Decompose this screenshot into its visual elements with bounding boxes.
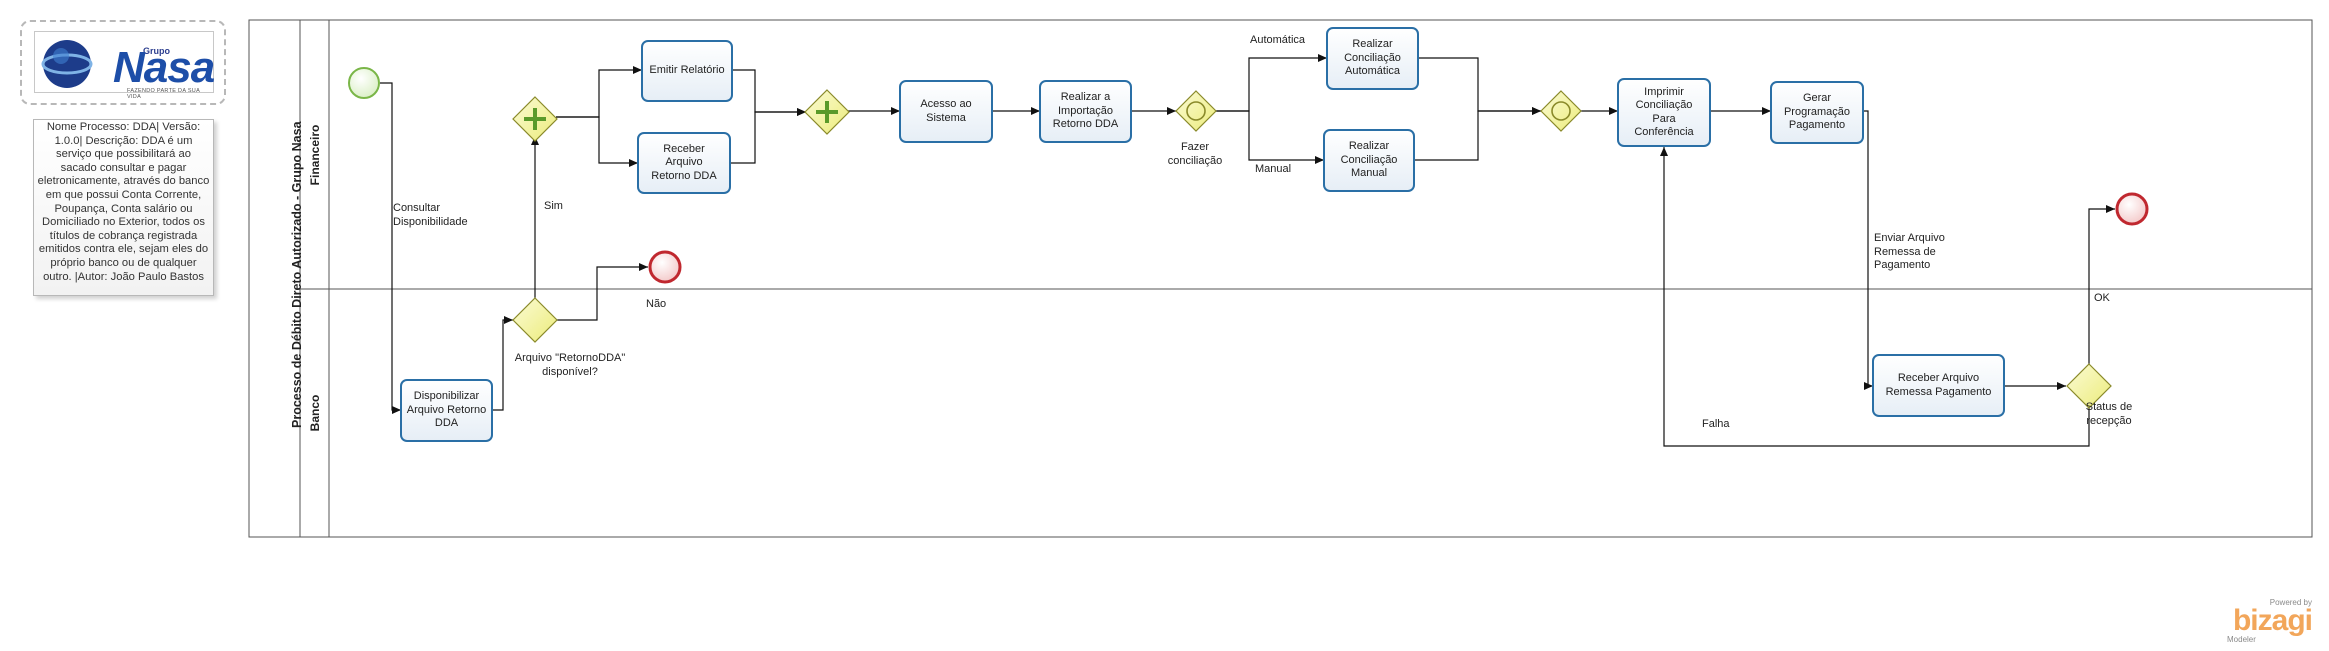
task-importacao[interactable]: [1039, 80, 1132, 143]
gateway-fazer-conciliacao[interactable]: [1175, 90, 1217, 132]
task-emitir-label: Emitir Relatório: [649, 64, 725, 77]
sequence-flows: [380, 54, 2115, 447]
flow-receber-join[interactable]: [730, 108, 806, 164]
label-falha: Falha: [1702, 418, 1730, 430]
logo: Grupo Nasa FAZENDO PARTE DA SUA VIDA: [34, 31, 215, 100]
event-based-icon: [1551, 101, 1571, 121]
gateway-arquivo-disponivel[interactable]: [512, 297, 558, 343]
pool-title: Processo de Débito Direto Autorizado - G…: [290, 121, 304, 428]
label-gateway-question: Arquivo "RetornoDDA" disponível?: [514, 352, 626, 378]
plus-icon: [816, 101, 838, 123]
task-imprimir[interactable]: [1617, 78, 1711, 147]
event-based-icon: [1186, 101, 1206, 121]
label-ok: OK: [2094, 292, 2110, 304]
lane-financeiro: Financeiro: [308, 124, 322, 186]
task-receber-remessa[interactable]: [1872, 354, 2005, 417]
flow-to-receber[interactable]: [556, 116, 638, 167]
powered-by-text: Powered by: [2269, 598, 2312, 607]
globe-icon: [41, 40, 93, 88]
gateway-status-recepcao[interactable]: [2066, 363, 2112, 409]
task-receber-remessa-label: Receber Arquivo Remessa Pagamento: [1885, 372, 1992, 398]
label-automatica: Automática: [1250, 34, 1306, 46]
task-importacao-label: Realizar a Importação Retorno DDA: [1052, 91, 1119, 131]
label-consultar: Consultar Disponibilidade: [393, 202, 468, 228]
modeler-text: Modeler: [2227, 635, 2256, 644]
flow-to-gateway[interactable]: [492, 316, 513, 411]
task-gerar-label: Gerar Programação Pagamento: [1783, 92, 1851, 132]
task-imprimir-label: Imprimir Conciliação Para Conferência: [1634, 85, 1694, 139]
label-nao: Não: [646, 298, 667, 310]
task-acesso-label: Acesso ao Sistema: [920, 98, 972, 124]
task-emitir-relatorio[interactable]: [641, 40, 733, 102]
label-status-recepcao: Status de recepção: [2085, 401, 2133, 427]
flow-nao[interactable]: [555, 263, 648, 321]
task-conc-manual-label: Realizar Conciliação Manual: [1340, 140, 1398, 180]
powered-by-badge: Powered by bizagi Modeler: [2222, 598, 2313, 644]
label-manual: Manual: [1255, 163, 1292, 175]
label-sim: Sim: [544, 200, 563, 212]
end-event-nao[interactable]: [648, 250, 682, 284]
task-disponibilizar[interactable]: [400, 379, 493, 442]
parallel-gateway-join[interactable]: [804, 89, 850, 135]
task-disponibilizar-label: Disponibilizar Arquivo Retorno DDA: [406, 390, 487, 430]
gateway-merge[interactable]: [1540, 90, 1582, 132]
logo-group-text: Grupo: [143, 46, 170, 56]
task-receber-label: Receber Arquivo Retorno DDA: [651, 142, 717, 182]
flow-falha[interactable]: [1660, 147, 2090, 447]
bizagi-logo: bizagi: [2232, 604, 2313, 637]
logo-frame: Grupo Nasa FAZENDO PARTE DA SUA VIDA: [20, 20, 226, 105]
logo-tagline: FAZENDO PARTE DA SUA VIDA: [127, 88, 200, 100]
end-event-ok[interactable]: [2115, 192, 2149, 226]
flow-ok[interactable]: [2088, 205, 2115, 364]
task-acesso-sistema[interactable]: [899, 80, 993, 143]
lane-banco: Banco: [308, 394, 322, 432]
parallel-gateway-split[interactable]: [512, 96, 558, 142]
task-conciliacao-manual[interactable]: [1323, 129, 1415, 192]
label-enviar-arquivo: Enviar Arquivo Remessa de Pagamento: [1874, 232, 1945, 271]
flow-consultar[interactable]: [380, 82, 401, 414]
label-fazer-conciliacao: Fazer conciliação: [1167, 141, 1223, 167]
flow-manual-merge[interactable]: [1414, 107, 1541, 161]
task-conc-auto-label: Realizar Conciliação Automática: [1344, 38, 1401, 78]
plus-icon: [524, 108, 546, 130]
flow-enviar[interactable]: [1863, 110, 1873, 390]
process-description-note: Nome Processo: DDA| Versão: 1.0.0| Descr…: [33, 119, 214, 296]
flow-manual[interactable]: [1216, 110, 1324, 164]
task-gerar-programacao[interactable]: [1770, 81, 1864, 144]
pool: [248, 19, 2313, 538]
logo-brand-name: Nasa: [113, 43, 215, 92]
start-event[interactable]: [348, 67, 380, 99]
task-conciliacao-automatica[interactable]: [1326, 27, 1419, 90]
task-receber-arquivo[interactable]: [637, 132, 731, 194]
